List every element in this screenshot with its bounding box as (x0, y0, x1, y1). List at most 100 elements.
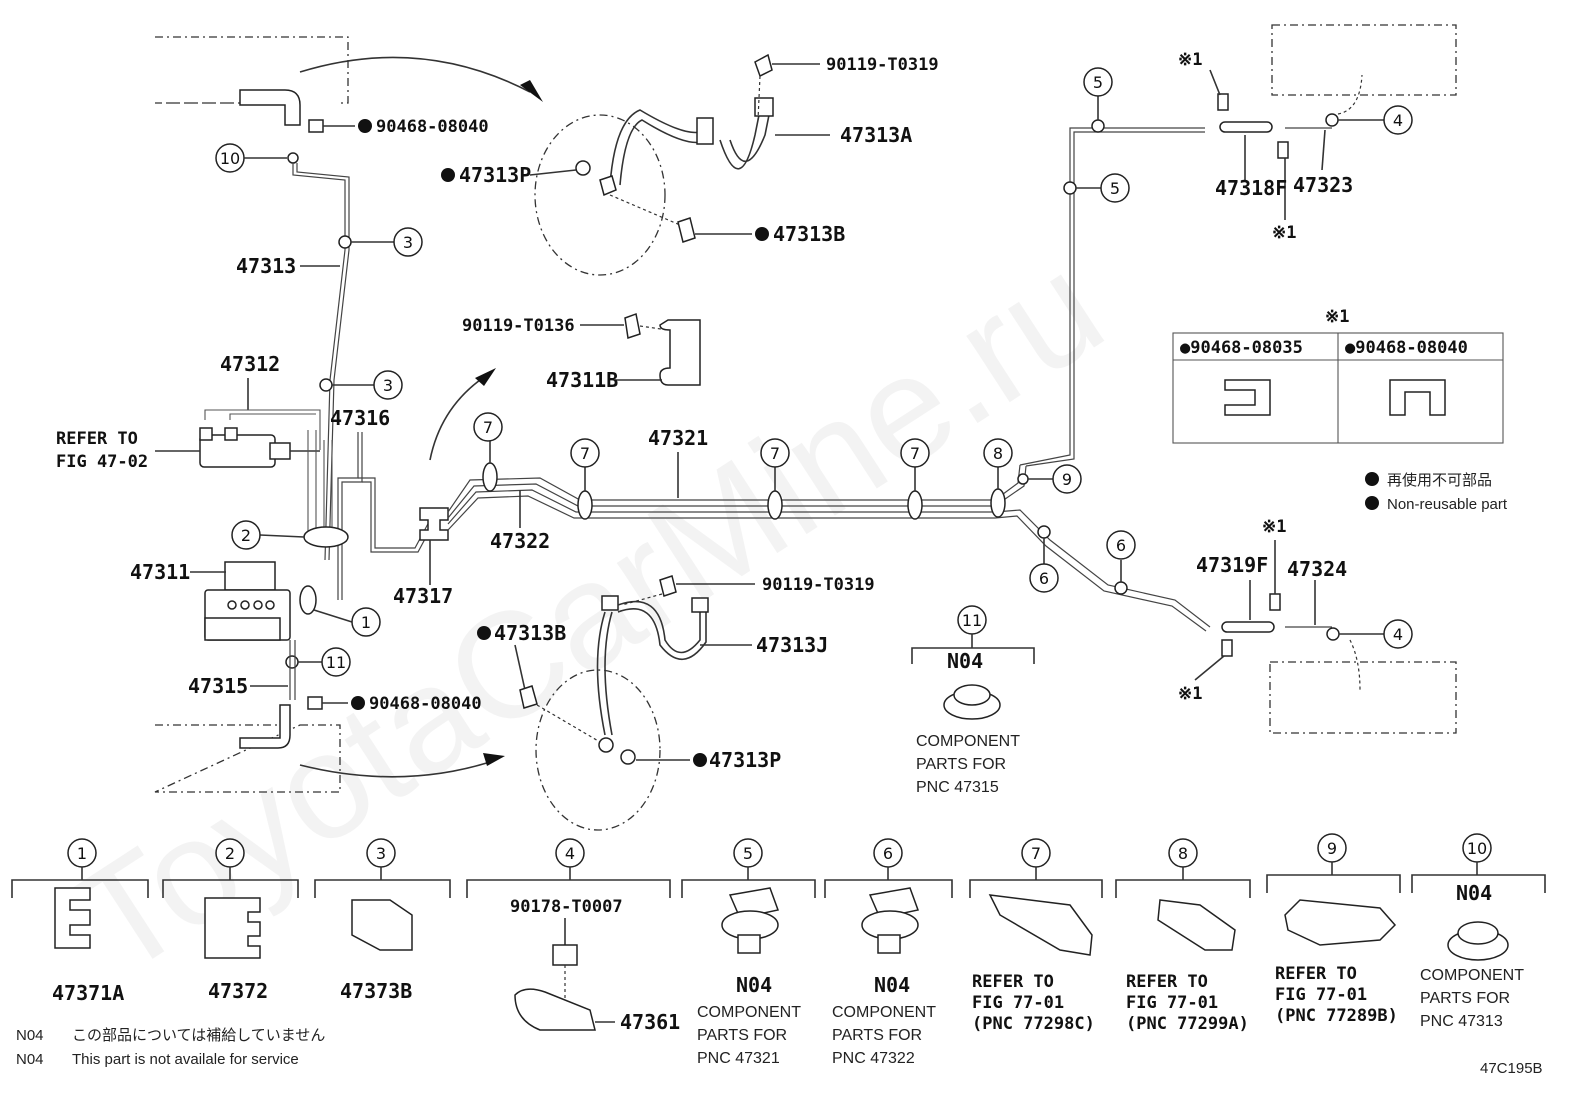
catalog-label-47361[interactable]: 47361 (620, 1010, 680, 1034)
hose-47313a (609, 109, 706, 186)
clip-90468-08035-icon (1224, 379, 1271, 416)
front-view-frame-bottom (154, 724, 341, 793)
part-label-90119-t0319-b[interactable]: 90119-T0319 (762, 575, 875, 595)
svg-text:6: 6 (1116, 536, 1126, 555)
svg-text:2: 2 (241, 526, 251, 545)
part-label-47313b-b[interactable]: 47313B (494, 621, 566, 645)
clip-90468-08040-icon (1389, 379, 1446, 416)
fig-47-02-link[interactable]: FIG 47-02 (56, 452, 148, 472)
non-reusable-dot (358, 119, 372, 133)
svg-text:5: 5 (1110, 179, 1120, 198)
clamp-77299a-icon (1157, 899, 1236, 951)
svg-text:※1: ※1 (1178, 50, 1202, 70)
bottom-catalog: 1 47371A 2 47372 3 47373B 4 90178-T0007 … (11, 833, 1546, 1067)
bolt-90178-icon (552, 944, 578, 966)
callout-8[interactable] (983, 438, 1013, 468)
clamp-77298c-icon (988, 894, 1093, 956)
svg-text:1: 1 (361, 613, 371, 632)
part-label-47311[interactable]: 47311 (130, 560, 190, 584)
part-label-47313j[interactable]: 47313J (756, 633, 828, 657)
legend-jp: 再使用不可部品 (1387, 472, 1492, 489)
catalog-label-47372[interactable]: 47372 (208, 979, 268, 1003)
callout-1[interactable] (351, 607, 381, 637)
note-line-en: This part is not availale for service (72, 1051, 299, 1068)
bolt-90119-t0136-icon (624, 312, 641, 339)
svg-text:4: 4 (1393, 111, 1403, 130)
svg-text:8: 8 (1178, 844, 1188, 863)
banjo-icon (575, 160, 591, 176)
hose-47319f (1221, 621, 1275, 633)
part-label-47323[interactable]: 47323 (1293, 173, 1353, 197)
clamp-1 (299, 585, 317, 615)
svg-text:REFER TO: REFER TO (972, 972, 1054, 992)
part-label-47316[interactable]: 47316 (330, 406, 390, 430)
callout-9[interactable] (1052, 464, 1082, 494)
hose-detail-circle-top (534, 114, 666, 276)
part-label-47313p-b[interactable]: 47313P (709, 748, 781, 772)
callout-5b[interactable] (1100, 173, 1130, 203)
svg-text:4: 4 (565, 844, 575, 863)
part-label-47322[interactable]: 47322 (490, 529, 550, 553)
svg-text:PARTS FOR: PARTS FOR (916, 756, 1006, 773)
callout-7c[interactable] (760, 438, 790, 468)
svg-text:7: 7 (580, 444, 590, 463)
part-label-47313[interactable]: 47313 (236, 254, 296, 278)
catalog-label-47373b[interactable]: 47373B (340, 979, 412, 1003)
bracket-47361-icon (514, 988, 596, 1031)
callout-5a[interactable] (1083, 67, 1113, 97)
part-label-47319f[interactable]: 47319F (1196, 553, 1268, 577)
part-label-90119-t0319[interactable]: 90119-T0319 (826, 55, 939, 75)
part-label-47324[interactable]: 47324 (1287, 557, 1347, 581)
part-label-47321[interactable]: 47321 (648, 426, 708, 450)
part-label-47312[interactable]: 47312 (220, 352, 280, 376)
svg-text:9: 9 (1327, 839, 1337, 858)
svg-text:FIG 77-01: FIG 77-01 (972, 993, 1064, 1013)
part-label-90119-t0136[interactable]: 90119-T0136 (462, 316, 575, 336)
catalog-link-77298c[interactable]: (PNC 77298C) (972, 1014, 1095, 1034)
clamp-2-ellipse (303, 526, 349, 548)
part-label-47315[interactable]: 47315 (188, 674, 248, 698)
svg-text:8: 8 (993, 444, 1003, 463)
n04-label: N04 (947, 649, 983, 673)
callout-7a[interactable] (473, 412, 503, 442)
callout-6b[interactable] (1106, 530, 1136, 560)
callout-4a[interactable] (1383, 105, 1413, 135)
svg-text:9: 9 (1062, 470, 1072, 489)
svg-text:11: 11 (326, 653, 346, 672)
callout-7d[interactable] (900, 438, 930, 468)
svg-text:N04: N04 (874, 973, 910, 997)
part-label-47318f[interactable]: 47318F (1215, 176, 1287, 200)
part-label-47311b[interactable]: 47311B (546, 368, 618, 392)
part-label-90468-08040[interactable]: 90468-08040 (376, 117, 489, 137)
legend-en: Non-reusable part (1387, 496, 1508, 513)
part-label-90468-08040-b[interactable]: 90468-08040 (369, 694, 482, 714)
svg-text:FIG 77-01: FIG 77-01 (1275, 985, 1367, 1005)
callout-4b[interactable] (1383, 619, 1413, 649)
callout-7b[interactable] (570, 438, 600, 468)
part-label-47313p[interactable]: 47313P (459, 163, 531, 187)
svg-text:PNC 47321: PNC 47321 (697, 1050, 780, 1067)
legend-dot-jp (1365, 472, 1379, 486)
svg-text:PARTS FOR: PARTS FOR (832, 1027, 922, 1044)
svg-text:PNC 47322: PNC 47322 (832, 1050, 915, 1067)
callout-6a[interactable] (1029, 563, 1059, 593)
callout-3[interactable] (393, 227, 423, 257)
clamp-77289b-icon (1284, 899, 1397, 946)
svg-text:※1: ※1 (1272, 223, 1296, 243)
note-code-1: N04 (16, 1027, 44, 1044)
part-label-47317[interactable]: 47317 (393, 584, 453, 608)
svg-text:4: 4 (1393, 625, 1403, 644)
hose-47313j (596, 611, 613, 736)
part-label-47313a[interactable]: 47313A (840, 123, 912, 147)
svg-text:PARTS FOR: PARTS FOR (1420, 990, 1510, 1007)
callout-3b[interactable] (373, 370, 403, 400)
catalog-link-77289b[interactable]: (PNC 77289B) (1275, 1006, 1398, 1026)
catalog-label-47371a[interactable]: 47371A (52, 981, 124, 1005)
legend-dot-en (1365, 496, 1379, 510)
catalog-label-90178-t0007[interactable]: 90178-T0007 (510, 897, 623, 917)
callout-2[interactable] (231, 520, 261, 550)
part-label-47313b[interactable]: 47313B (773, 222, 845, 246)
callout-11[interactable] (321, 647, 351, 677)
catalog-link-77299a[interactable]: (PNC 77299A) (1126, 1014, 1249, 1034)
